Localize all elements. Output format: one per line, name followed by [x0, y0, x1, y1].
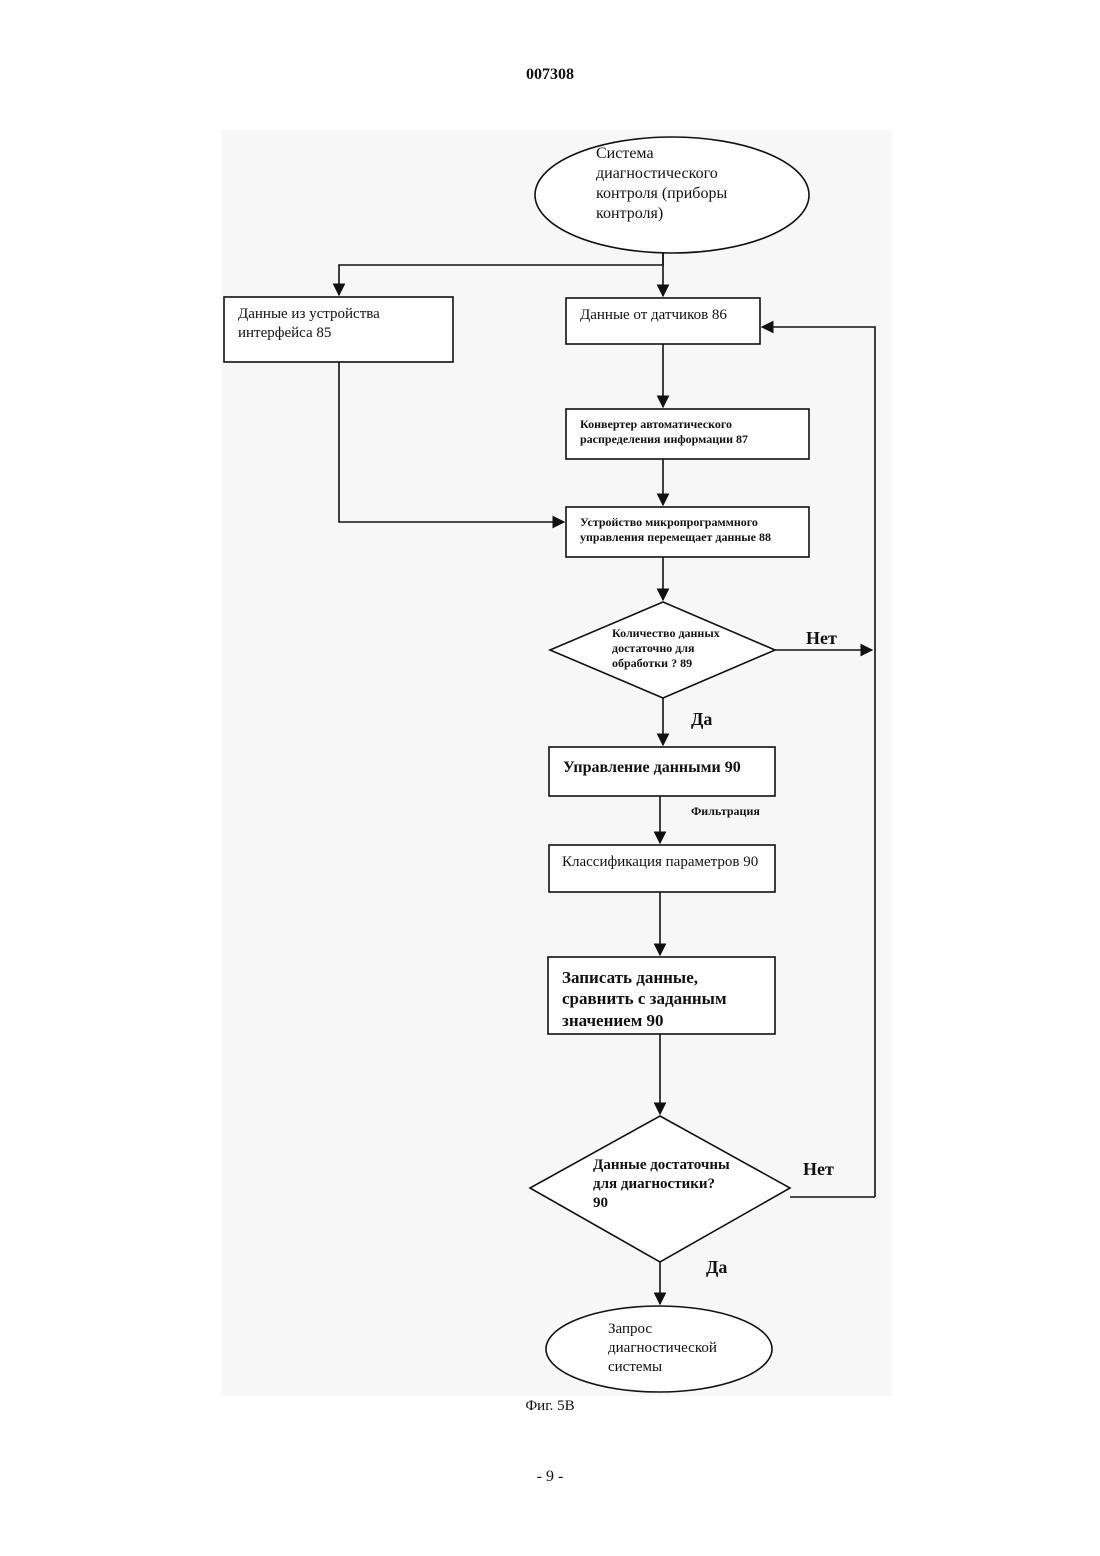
- sensor-data-label: Данные от датчиков 86: [580, 306, 758, 325]
- no-label-1: Нет: [806, 627, 837, 650]
- interface-data-label: Данные из устройства интерфейса 85: [238, 305, 438, 343]
- no-label-2: Нет: [803, 1158, 834, 1181]
- end-label: Запрос диагностической системы: [608, 1320, 738, 1376]
- decision-diagnostics-label: Данные достаточны для диагностики? 90: [593, 1156, 733, 1212]
- start-label: Система диагностического контроля (прибо…: [596, 144, 761, 224]
- decision-enough-data-label: Количество данных достаточно для обработ…: [612, 626, 740, 671]
- record-compare-label: Записать данные, сравнить с заданным зна…: [562, 967, 752, 1031]
- data-management-label: Управление данными 90: [563, 758, 773, 778]
- connector-interface-to-firmware: [339, 362, 564, 522]
- yes-label-2: Да: [706, 1256, 727, 1279]
- classification-label: Классификация параметров 90: [562, 853, 762, 872]
- filtration-label: Фильтрация: [691, 804, 760, 819]
- connector-start-to-interface: [339, 253, 663, 295]
- page-number: - 9 -: [0, 1468, 1100, 1486]
- figure-caption: Фиг. 5В: [0, 1398, 1100, 1415]
- yes-label-1: Да: [691, 708, 712, 731]
- firmware-device-label: Устройство микропрограммного управления …: [580, 515, 810, 545]
- converter-label: Конвертер автоматического распределения …: [580, 417, 800, 447]
